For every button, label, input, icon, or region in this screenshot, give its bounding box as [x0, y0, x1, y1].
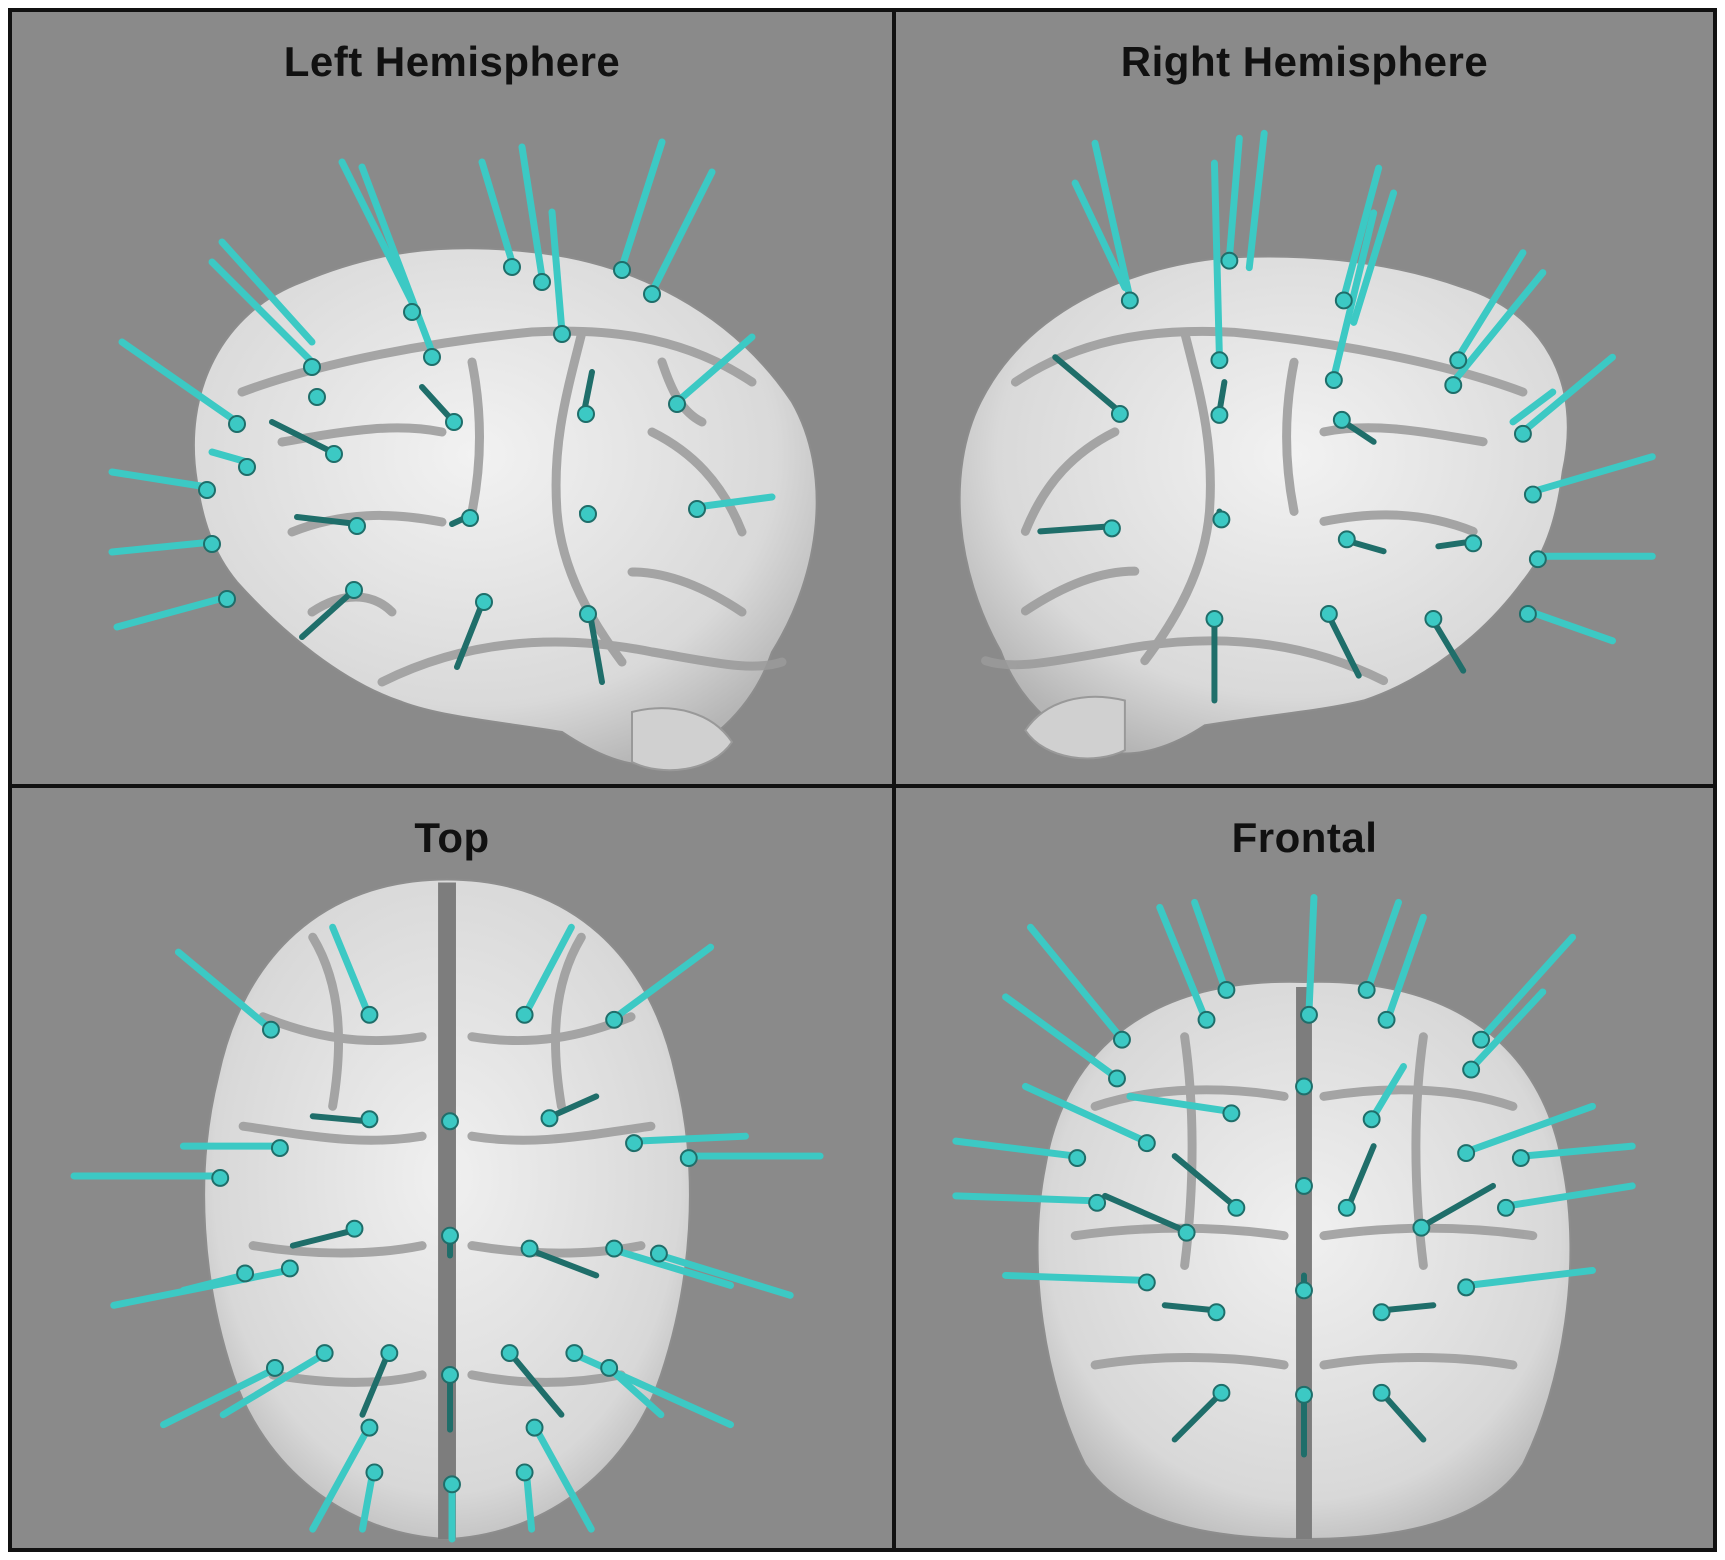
- figure-grid: Left Hemisphere: [8, 8, 1717, 1552]
- panel-title-right: Right Hemisphere: [1120, 38, 1489, 85]
- electrodes-top: [70, 923, 824, 1543]
- panel-title-left: Left Hemisphere: [283, 38, 621, 85]
- brain-surface-left: [192, 247, 818, 766]
- frontal-view: [952, 893, 1636, 1541]
- electrodes-right: [1037, 129, 1656, 704]
- electrodes-left: [108, 138, 776, 685]
- panel-left-hemisphere: Left Hemisphere: [12, 12, 892, 784]
- top-view: [70, 878, 824, 1543]
- electrodes-frontal: [952, 893, 1636, 1458]
- panel-top: Top: [12, 788, 892, 1548]
- sulci-right: [981, 326, 1528, 686]
- panel-right-hemisphere: Right Hemisphere: [896, 12, 1713, 784]
- panel-title-frontal: Frontal: [1231, 814, 1378, 861]
- left-hemisphere-view: [108, 138, 818, 772]
- cerebellum-left: [631, 707, 734, 772]
- cerebellum-right: [1024, 695, 1126, 760]
- panel-title-top: Top: [414, 814, 490, 861]
- brain-surface-right: [958, 255, 1569, 755]
- right-hemisphere-view: [958, 129, 1656, 760]
- panel-frontal: Frontal: [896, 788, 1713, 1548]
